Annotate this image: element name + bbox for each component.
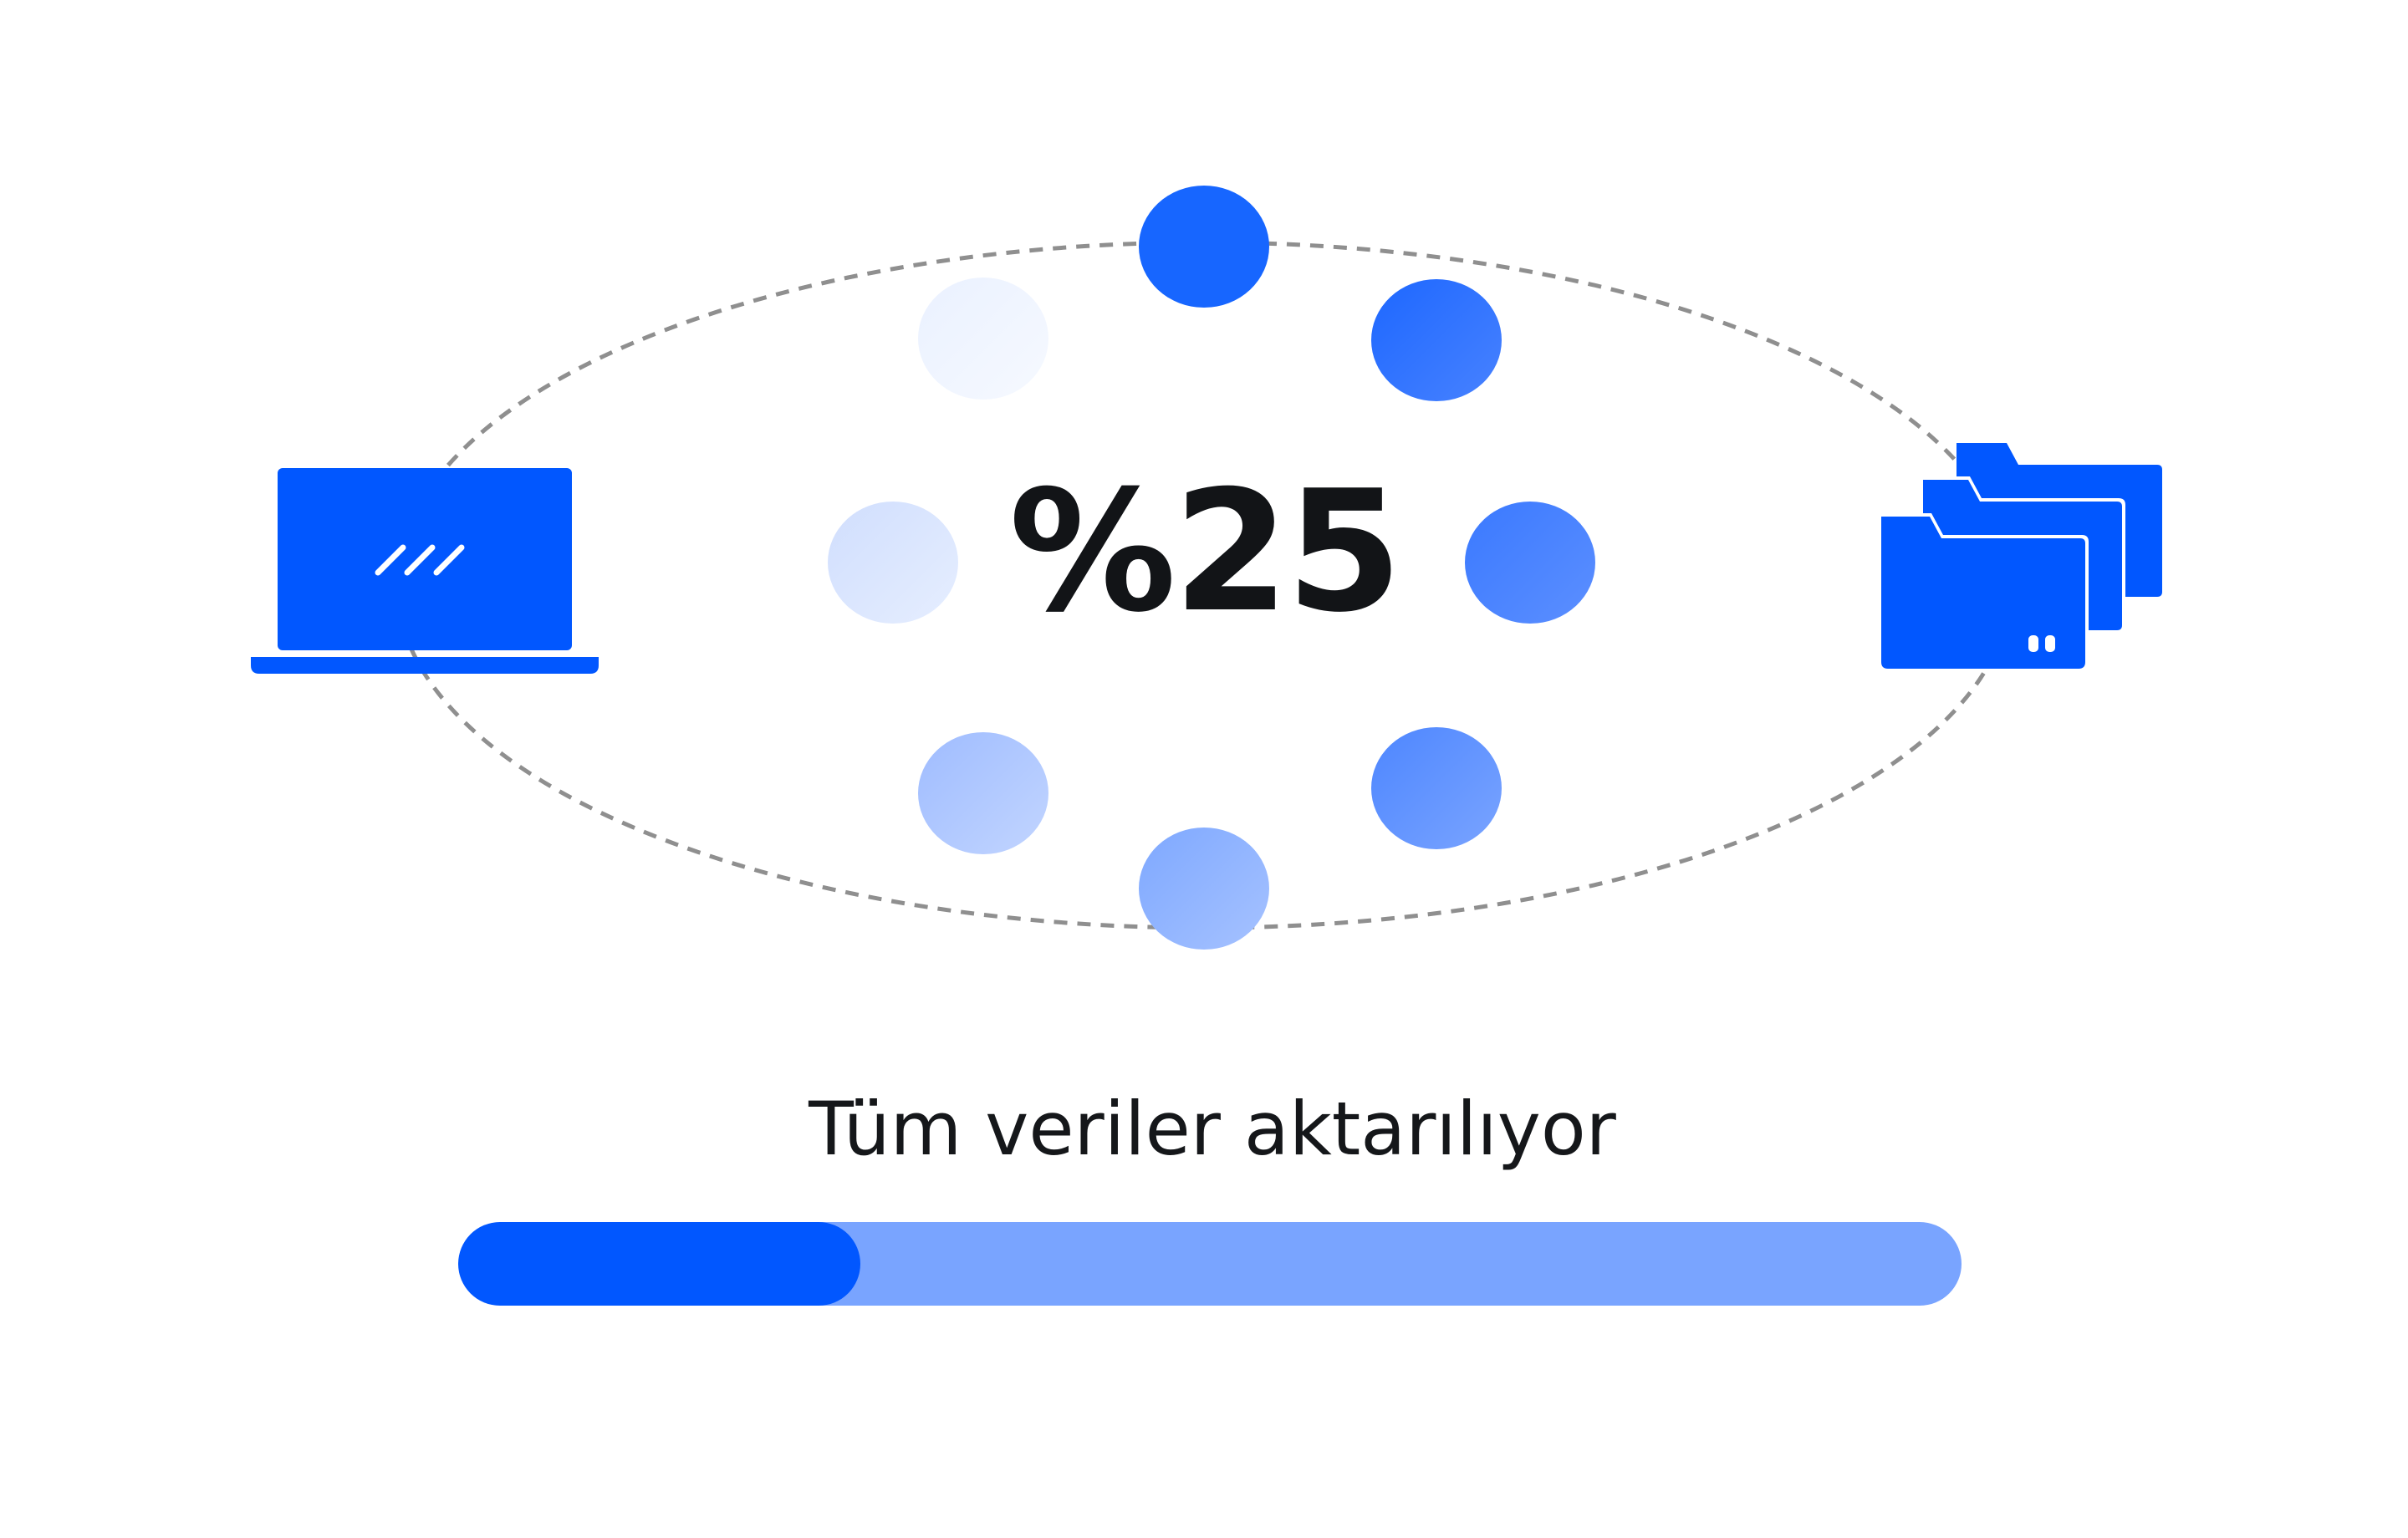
spinner-dot — [828, 502, 958, 624]
transfer-status-text: Tüm veriler aktarılıyor — [809, 1085, 1616, 1172]
progress-percent: %25 — [1008, 454, 1403, 649]
progress-bar-fill — [458, 1222, 860, 1306]
progress-bar — [458, 1222, 1962, 1306]
folders-icon — [1873, 435, 2174, 685]
spinner-dot — [1371, 279, 1502, 401]
spinner-dot — [1371, 727, 1502, 849]
spinner-dot — [918, 732, 1048, 854]
spinner-dot — [1465, 502, 1595, 624]
spinner-dot — [1139, 186, 1269, 308]
spinner-dot — [1139, 828, 1269, 950]
laptop-icon — [251, 451, 619, 694]
spinner-dot — [918, 278, 1048, 400]
